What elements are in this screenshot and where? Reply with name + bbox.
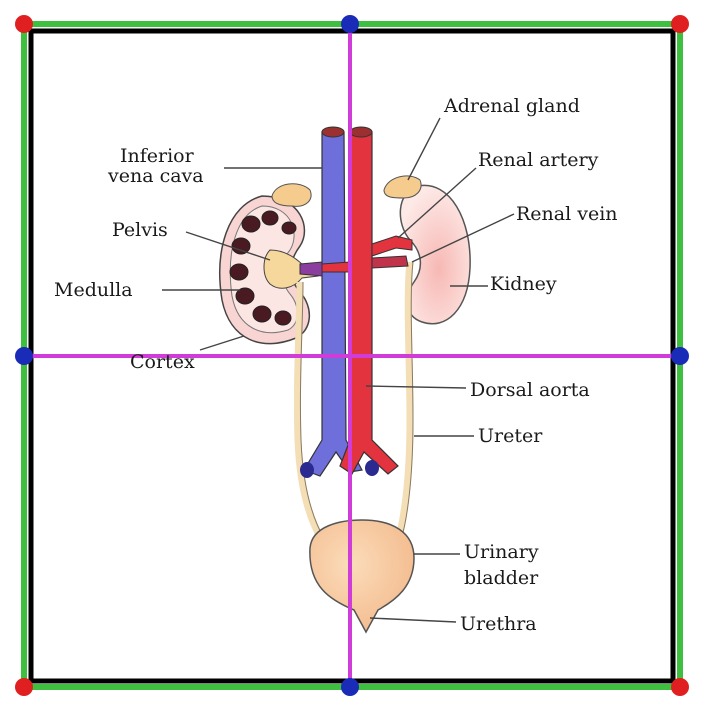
label-kidney: Kidney [490,273,557,295]
kidney-sectioned [219,195,321,345]
ureter-left [293,281,326,542]
label-urinary-bladder-line1: Urinary [464,541,539,563]
ureter [394,261,414,542]
label-renal-vein: Renal vein [516,203,618,225]
label-inferior-vena-cava-line1: Inferior [120,145,195,167]
label-adrenal-gland: Adrenal gland [443,95,580,117]
leader-lines [162,117,515,623]
label-pelvis: Pelvis [112,219,168,241]
adrenal-gland-left [271,183,312,207]
label-renal-artery: Renal artery [478,149,599,171]
corner-dots [15,15,689,696]
label-inferior-vena-cava-line2: vena cava [107,165,204,187]
label-urinary-bladder-line2: bladder [464,567,539,589]
midpoint-dots [15,15,689,696]
adrenal-gland [383,175,422,199]
urinary-bladder [309,519,415,634]
label-dorsal-aorta: Dorsal aorta [470,379,590,401]
label-cortex: Cortex [130,351,195,373]
label-urethra: Urethra [460,613,537,635]
label-medulla: Medulla [54,279,133,301]
label-ureter: Ureter [478,425,543,447]
dorsal-aorta [321,126,413,476]
